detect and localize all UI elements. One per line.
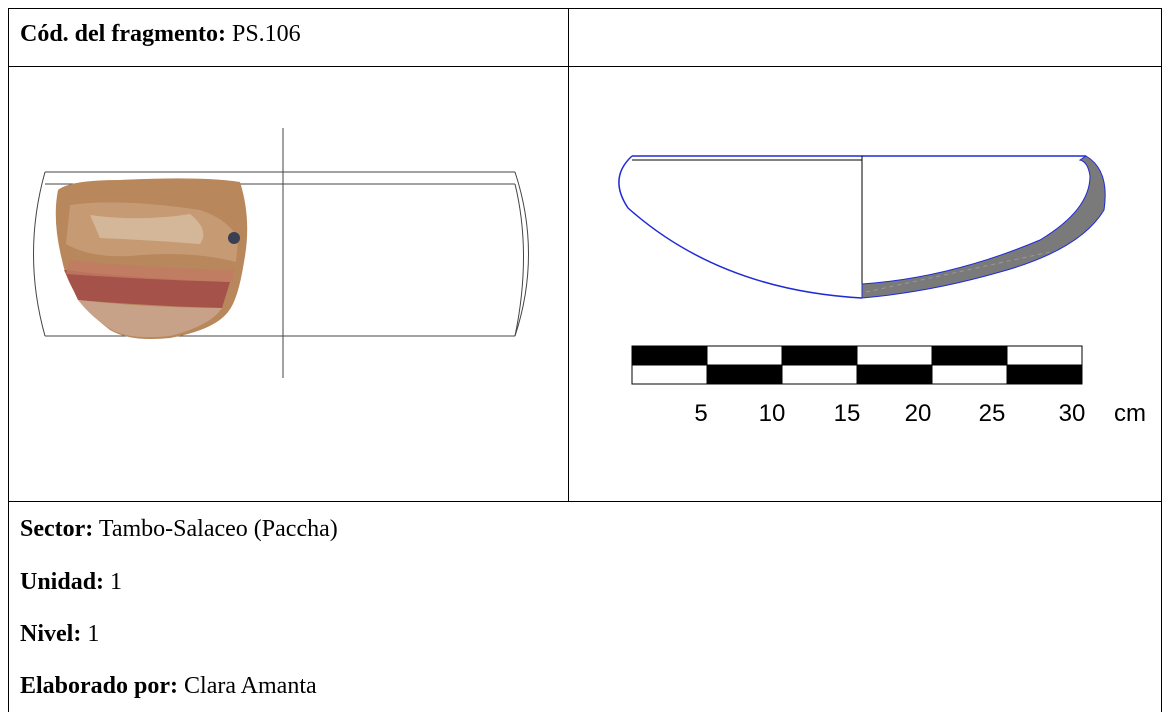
scale-unit: cm (1114, 400, 1146, 427)
field-unidad-label: Unidad: (20, 569, 105, 595)
field-nivel-value: 1 (87, 621, 100, 647)
field-elaborado-por-value: Clara Amanta (184, 673, 317, 699)
field-unidad-value: 1 (110, 569, 123, 595)
graphic-scale (631, 345, 1083, 385)
record-table (8, 8, 1162, 712)
scale-label-20: 20 (904, 400, 932, 427)
field-nivel-label: Nivel: (20, 621, 82, 647)
sherd-fragment (55, 178, 248, 339)
field-sector: Sector: Tambo-Salaceo (Paccha) (20, 515, 338, 543)
scale-labels: 5 10 15 20 25 30 cm (0, 400, 1169, 440)
table-divider-images (8, 501, 1162, 502)
field-nivel: Nivel: 1 (20, 620, 99, 648)
fragment-code-label: Cód. del fragmento: (20, 21, 226, 47)
vessel-profile (618, 155, 1106, 299)
scale-label-30: 30 (1058, 400, 1086, 427)
scale-label-15: 15 (833, 400, 861, 427)
field-elaborado-por-label: Elaborado por: (20, 673, 179, 699)
orientation-cylinder (33, 128, 529, 378)
field-elaborado-por: Elaborado por: Clara Amanta (20, 672, 317, 700)
field-sector-label: Sector: (20, 516, 94, 542)
scale-label-10: 10 (758, 400, 786, 427)
scale-label-5: 5 (694, 400, 708, 427)
fragment-code-value: PS.106 (231, 21, 301, 47)
fragment-code: Cód. del fragmento: PS.106 (20, 20, 301, 48)
table-divider-column (568, 8, 569, 501)
scale-label-25: 25 (978, 400, 1006, 427)
field-unidad: Unidad: 1 (20, 568, 122, 596)
table-divider-header (8, 66, 1162, 67)
field-sector-value: Tambo-Salaceo (Paccha) (98, 516, 338, 542)
